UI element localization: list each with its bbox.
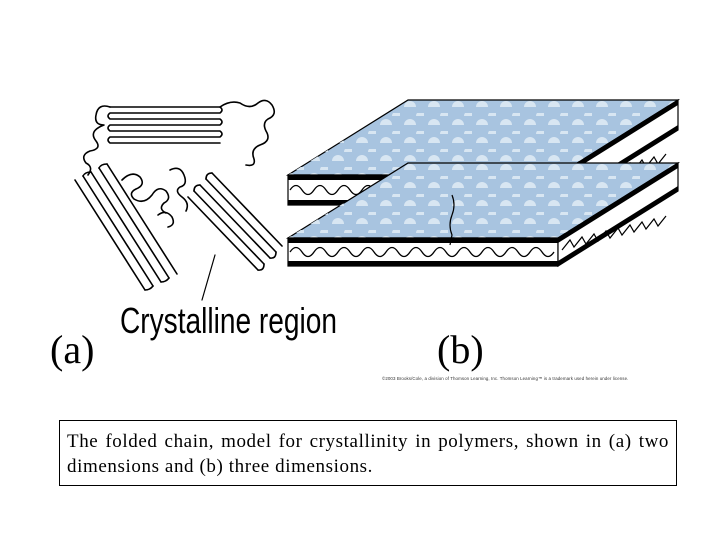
region-leader-line <box>201 254 216 301</box>
tie-chain <box>449 194 455 246</box>
lamella-right-diagonal <box>187 172 283 271</box>
amorphous-tangle-middle <box>121 173 170 214</box>
folded-chain-lower-front <box>289 246 555 258</box>
panel-b-label: (b) <box>437 327 484 372</box>
lamella-left-diagonal <box>74 163 178 291</box>
figure-caption: The folded chain, model for crystallinit… <box>59 420 677 486</box>
folded-chain-3d-diagram <box>285 98 681 268</box>
folded-chain-2d-diagram <box>74 99 283 301</box>
copyright-notice: ©2003 Brooks/Cole, a division of Thomson… <box>382 376 629 381</box>
amorphous-loops-left <box>82 105 111 176</box>
loose-chain-top <box>219 99 276 167</box>
crystalline-region-label: Crystalline region <box>120 300 337 341</box>
lamella-horizontal <box>107 106 223 144</box>
folded-chain-lower-side <box>561 215 667 251</box>
panel-a-label: (a) <box>50 327 95 372</box>
lamella-slab-lower <box>285 161 681 268</box>
